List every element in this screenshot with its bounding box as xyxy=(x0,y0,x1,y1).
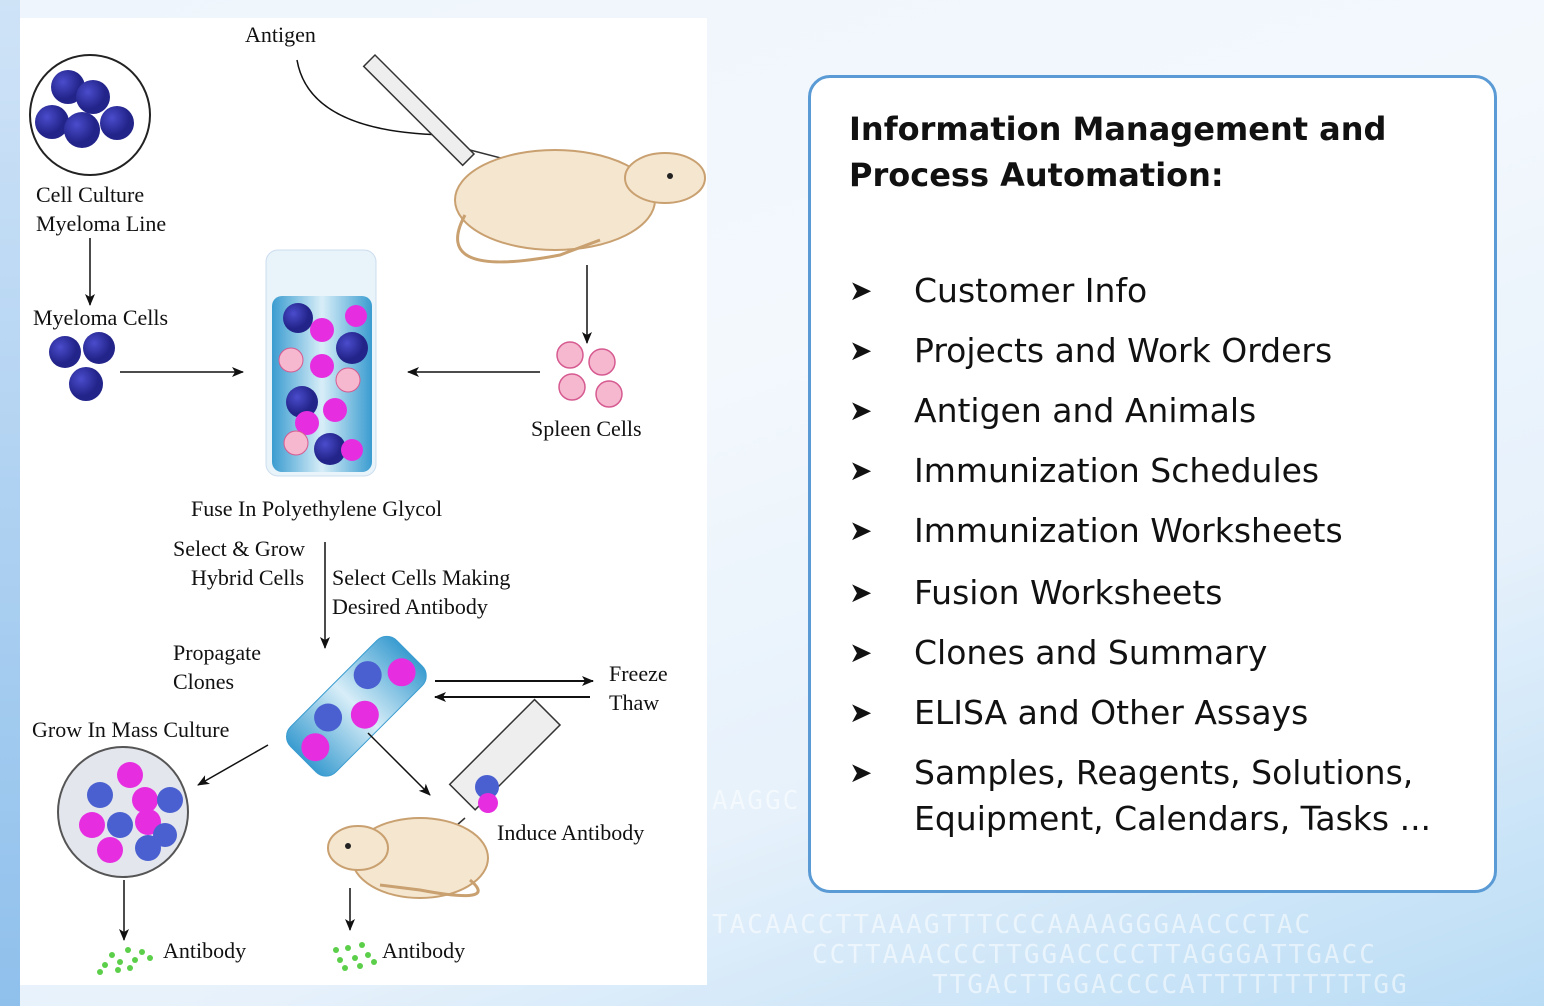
label-cell-culture: Cell Culture xyxy=(36,182,144,207)
mass-culture-dish-icon xyxy=(57,746,189,878)
feature-list-item: ➤ Immunization Worksheets xyxy=(849,508,1343,554)
label-select-grow-1: Select & Grow xyxy=(173,536,305,561)
clone-tube-icon xyxy=(286,635,427,777)
mouse-icon xyxy=(327,817,489,899)
syringe-icon xyxy=(439,698,562,841)
arrowhead-right-icon: ➤ xyxy=(849,576,873,609)
feature-list-label: Immunization Schedules xyxy=(914,448,1319,494)
label-grow-mass-culture: Grow In Mass Culture xyxy=(32,717,229,742)
label-select-grow-2: Hybrid Cells xyxy=(191,565,304,590)
dna-watermark: TTGACTTGGACCCCATTTTTTTTTTGG xyxy=(932,970,1409,1000)
feature-label-line: Immunization Worksheets xyxy=(914,511,1343,550)
label-myeloma-cells: Myeloma Cells xyxy=(33,305,168,330)
mouse-icon xyxy=(454,149,706,264)
feature-label-line: Equipment, Calendars, Tasks ... xyxy=(914,799,1432,838)
feature-list-item: ➤ Customer Info xyxy=(849,268,1147,314)
background-strip xyxy=(0,0,20,1006)
feature-label-line: ELISA and Other Assays xyxy=(914,693,1309,732)
panel-title: Information Management and Process Autom… xyxy=(849,106,1386,198)
cell-culture-dish-icon xyxy=(29,54,151,176)
label-fuse: Fuse In Polyethylene Glycol xyxy=(191,496,442,521)
arrowhead-right-icon: ➤ xyxy=(849,394,873,427)
arrowhead-right-icon: ➤ xyxy=(849,274,873,307)
panel-title-line: Process Automation: xyxy=(849,156,1224,194)
label-antibody-mass-culture: Antibody xyxy=(163,938,246,963)
label-propagate-1: Propagate xyxy=(173,640,261,665)
label-myeloma-line: Myeloma Line xyxy=(36,211,166,236)
label-antigen: Antigen xyxy=(245,22,316,47)
fusion-tube-icon xyxy=(265,249,377,477)
dna-watermark: CCTTAAACCCTTGGACCCCTTAGGGATTGACC xyxy=(812,940,1377,970)
syringe-icon xyxy=(362,53,521,167)
feature-list-label: Fusion Worksheets xyxy=(914,570,1222,616)
myeloma-cells-icon xyxy=(49,332,115,401)
dna-watermark: AAGGC xyxy=(712,786,801,816)
feature-list-item: ➤ Samples, Reagents, Solutions, Equipment,… xyxy=(849,750,1431,842)
spleen-cells-icon xyxy=(556,341,623,408)
antibody-icon xyxy=(333,942,377,971)
arrowhead-right-icon: ➤ xyxy=(849,514,873,547)
feature-list-item: ➤ Immunization Schedules xyxy=(849,448,1319,494)
arrowhead-right-icon: ➤ xyxy=(849,454,873,487)
feature-list-item: ➤ Fusion Worksheets xyxy=(849,570,1222,616)
arrowhead-right-icon: ➤ xyxy=(849,636,873,669)
feature-list-label: ELISA and Other Assays xyxy=(914,690,1308,736)
arrowhead-right-icon: ➤ xyxy=(849,756,873,789)
antibody-icon xyxy=(97,947,153,975)
label-select-making-1: Select Cells Making xyxy=(332,565,510,590)
label-spleen-cells: Spleen Cells xyxy=(531,416,642,441)
label-select-making-2: Desired Antibody xyxy=(332,594,488,619)
feature-list-label: Samples, Reagents, Solutions, Equipment, … xyxy=(914,750,1431,842)
arrowhead-right-icon: ➤ xyxy=(849,696,873,729)
feature-list-item: ➤ Antigen and Animals xyxy=(849,388,1256,434)
feature-label-line: Projects and Work Orders xyxy=(914,331,1333,370)
feature-list-item: ➤ Projects and Work Orders xyxy=(849,328,1332,374)
label-thaw: Thaw xyxy=(609,690,659,715)
label-propagate-2: Clones xyxy=(173,669,234,694)
feature-list-label: Immunization Worksheets xyxy=(914,508,1343,554)
info-management-panel: Information Management and Process Autom… xyxy=(808,75,1497,893)
dna-watermark: TACAACCTTAAAGTTTCCCAAAAGGGAACCCTAC xyxy=(712,910,1313,940)
feature-label-line: Customer Info xyxy=(914,271,1148,310)
label-induce-antibody: Induce Antibody xyxy=(497,820,644,845)
feature-label-line: Immunization Schedules xyxy=(914,451,1320,490)
label-freeze: Freeze xyxy=(609,661,668,686)
arrowhead-right-icon: ➤ xyxy=(849,334,873,367)
feature-list-label: Customer Info xyxy=(914,268,1147,314)
feature-label-line: Clones and Summary xyxy=(914,633,1268,672)
feature-list-label: Antigen and Animals xyxy=(914,388,1256,434)
feature-label-line: Fusion Worksheets xyxy=(914,573,1223,612)
feature-list-label: Projects and Work Orders xyxy=(914,328,1332,374)
feature-list-label: Clones and Summary xyxy=(914,630,1267,676)
panel-title-line: Information Management and xyxy=(849,110,1387,148)
label-antibody-mouse: Antibody xyxy=(382,938,465,963)
feature-list-item: ➤ ELISA and Other Assays xyxy=(849,690,1308,736)
feature-label-line: Samples, Reagents, Solutions, xyxy=(914,753,1414,792)
feature-label-line: Antigen and Animals xyxy=(914,391,1257,430)
feature-list-item: ➤ Clones and Summary xyxy=(849,630,1267,676)
